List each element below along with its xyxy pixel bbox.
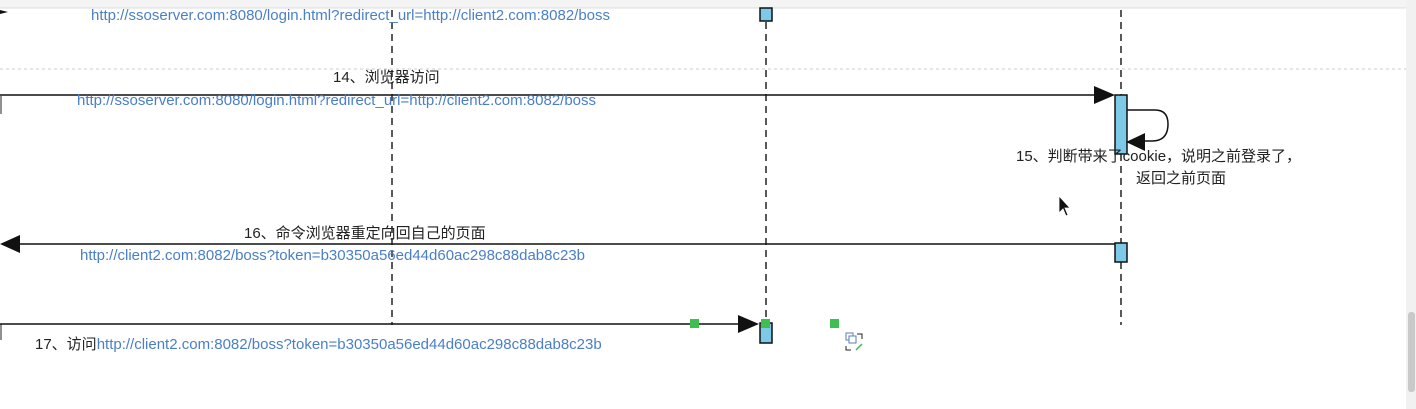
activation-client-top[interactable] — [759, 7, 773, 22]
message-14-arrowhead — [1094, 86, 1115, 104]
scrollbar-thumb[interactable] — [1408, 312, 1415, 392]
selection-handle-left[interactable] — [690, 319, 699, 328]
message-16-arrowhead — [0, 235, 20, 253]
message-14-label[interactable]: 14、浏览器访问 — [333, 69, 440, 86]
selection-handle-right[interactable] — [830, 319, 839, 328]
vertical-scrollbar[interactable] — [1406, 0, 1416, 409]
reconnect-icon[interactable] — [845, 332, 863, 351]
message-15-arrowhead — [1126, 133, 1145, 151]
message-15-label-line2[interactable]: 返回之前页面 — [1136, 170, 1227, 187]
message-17-prefix: 17、访问 — [35, 336, 97, 353]
mouse-cursor-icon — [1058, 194, 1071, 217]
message-17-label[interactable]: 17、访问http://client2.com:8082/boss?token=… — [35, 336, 602, 354]
message-15-self-loop[interactable] — [1127, 109, 1169, 142]
message-16-label[interactable]: 16、命令浏览器重定向回自己的页面 — [244, 225, 486, 242]
message-17-arrowhead — [738, 315, 759, 333]
activation-ssoserver[interactable] — [1114, 94, 1128, 155]
message-17-url: http://client2.com:8082/boss?token=b3035… — [96, 336, 602, 353]
message-16-url[interactable]: http://client2.com:8082/boss?token=b3035… — [80, 247, 585, 264]
message-13-url[interactable]: http://ssoserver.com:8080/login.html?red… — [91, 7, 611, 24]
message-14-url[interactable]: http://ssoserver.com:8080/login.html?red… — [77, 92, 597, 109]
top-border-band — [0, 0, 1406, 8]
selection-handle-mid[interactable] — [761, 319, 770, 328]
activation-ssoserver-2[interactable] — [1114, 242, 1128, 263]
left-edge-arrow-fragment — [0, 10, 8, 14]
message-15-label-line1[interactable]: 15、判断带来了cookie，说明之前登录了， — [1016, 148, 1302, 165]
